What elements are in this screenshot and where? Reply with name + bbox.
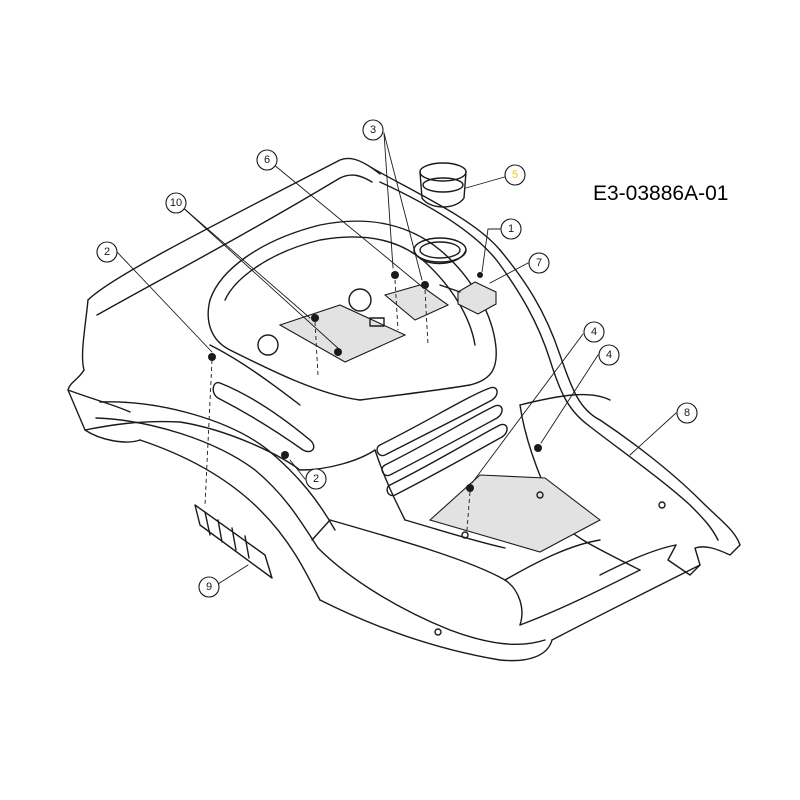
callout-10-label: 10 — [170, 197, 182, 209]
callout-7: 7 — [528, 252, 550, 274]
callout-2a: 2 — [96, 241, 118, 263]
callout-2b-label: 2 — [313, 473, 319, 485]
callout-3: 3 — [362, 119, 384, 141]
callout-5: 5 — [504, 164, 526, 186]
callout-7-label: 7 — [536, 257, 542, 269]
bracket-part-7 — [439, 281, 497, 315]
fuel-cap-part — [419, 162, 467, 208]
callout-2b: 2 — [305, 468, 327, 490]
callout-3-label: 3 — [370, 124, 376, 136]
leader-lines — [116, 132, 677, 585]
callout-9: 9 — [198, 576, 220, 598]
callout-6: 6 — [256, 149, 278, 171]
callout-5-label: 5 — [512, 169, 518, 181]
callout-6-label: 6 — [264, 154, 270, 166]
hardware — [208, 271, 666, 636]
callout-9-label: 9 — [206, 581, 212, 593]
callout-4a: 4 — [583, 321, 605, 343]
callout-10: 10 — [165, 192, 187, 214]
callout-2a-label: 2 — [104, 246, 110, 258]
body-shroud — [67, 157, 741, 662]
callout-1-label: 1 — [508, 223, 514, 235]
callout-4b: 4 — [598, 344, 620, 366]
callout-8-label: 8 — [684, 407, 690, 419]
callout-4b-label: 4 — [606, 349, 612, 361]
callout-1: 1 — [500, 218, 522, 240]
callout-8: 8 — [676, 402, 698, 424]
drawing-number: E3-03886A-01 — [593, 182, 728, 205]
callout-4a-label: 4 — [591, 326, 597, 338]
plate-part-9 — [194, 359, 273, 579]
